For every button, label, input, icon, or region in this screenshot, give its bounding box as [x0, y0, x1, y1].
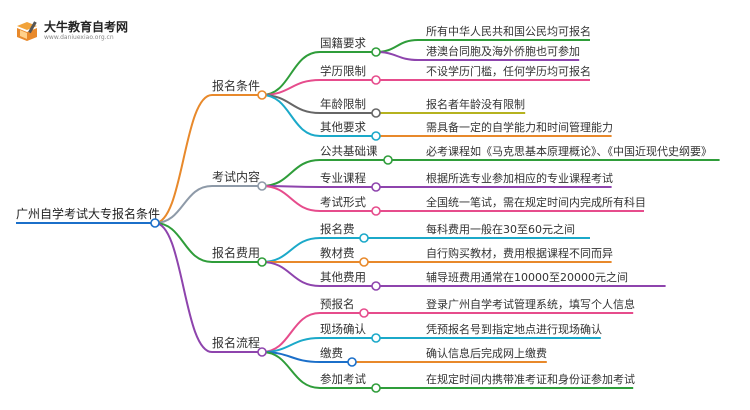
leaf-label: 需具备一定的自学能力和时间管理能力 [426, 120, 613, 134]
branch-node-dot [257, 257, 267, 267]
leaf-label: 自行购买教材，费用根据课程不同而异 [426, 246, 613, 260]
leaf-label: 每科费用一般在30至60元之间 [426, 222, 575, 236]
child-node-dot [371, 75, 381, 85]
child-node-dot [371, 281, 381, 291]
brand-logo: 大牛教育自考网 www.daniuexiao.org.cn [14, 18, 164, 48]
child-label: 教材费 [320, 246, 355, 260]
child-node-dot [371, 182, 381, 192]
leaf-label: 不设学历门槛，任何学历均可报名 [426, 64, 591, 78]
root-node-dot [150, 218, 160, 228]
child-connector [261, 237, 321, 263]
leaf-label: 所有中华人民共和国公民均可报名 [426, 24, 591, 38]
child-label: 国籍要求 [320, 36, 366, 50]
child-node-dot [371, 108, 381, 118]
child-label: 年龄限制 [320, 97, 366, 111]
leaf-label: 全国统一笔试，需在规定时间内完成所有科目 [426, 195, 646, 209]
child-label: 参加考试 [320, 372, 366, 386]
child-label: 其他费用 [320, 270, 366, 284]
child-label: 预报名 [320, 297, 355, 311]
child-node-dot [359, 308, 369, 318]
book-pencil-logo-icon [17, 21, 37, 41]
leaf-label: 报名者年龄没有限制 [426, 97, 525, 111]
child-label: 缴费 [320, 346, 343, 360]
child-label: 考试形式 [320, 195, 366, 209]
branch-node-dot [257, 181, 267, 191]
child-connector [261, 261, 321, 287]
child-node-dot [359, 257, 369, 267]
child-node-dot [371, 131, 381, 141]
branch-connector [154, 185, 213, 224]
child-node-dot [347, 357, 357, 367]
child-connector [261, 94, 321, 137]
leaf-label: 根据所选专业参加相应的专业课程考试 [426, 171, 613, 185]
branch-connector [154, 222, 213, 263]
child-node-dot [371, 333, 381, 343]
leaf-label: 在规定时间内携带准考证和身份证参加考试 [426, 372, 635, 386]
child-node-dot [371, 47, 381, 57]
branch-node-dot [257, 347, 267, 357]
child-connector [261, 351, 321, 389]
child-label: 学历限制 [320, 64, 366, 78]
child-node-dot [383, 155, 393, 165]
leaf-label: 确认信息后完成网上缴费 [426, 346, 547, 360]
leaf-label: 凭预报名号到指定地点进行现场确认 [426, 322, 602, 336]
child-connector [261, 185, 321, 212]
branch-connector [154, 222, 213, 353]
leaf-label: 辅导班费用通常在10000至20000元之间 [426, 270, 628, 284]
branch-label: 报名条件 [212, 78, 260, 93]
leaf-connector [375, 39, 419, 53]
branch-connector [154, 94, 213, 224]
leaf-label: 必考课程如《马克思基本原理概论》、《中国近现代史纲要》 [426, 144, 712, 158]
child-node-dot [359, 233, 369, 243]
leaf-label: 港澳台同胞及海外侨胞也可参加 [426, 44, 580, 58]
child-node-dot [371, 206, 381, 216]
child-connector [261, 159, 321, 187]
child-label: 专业课程 [320, 171, 366, 185]
child-connector [261, 94, 321, 114]
leaf-label: 登录广州自学考试管理系统，填写个人信息 [426, 297, 635, 311]
child-label: 现场确认 [320, 322, 366, 336]
branch-label: 报名费用 [212, 245, 260, 260]
child-node-dot [371, 383, 381, 393]
child-label: 其他要求 [320, 120, 366, 134]
leaf-connector [375, 51, 419, 61]
child-label: 公共基础课 [320, 144, 378, 158]
child-connector [261, 312, 321, 353]
brand-name: 大牛教育自考网 [44, 20, 129, 34]
root-label: 广州自学考试大专报名条件 [16, 206, 160, 221]
branch-node-dot [257, 90, 267, 100]
branch-label: 考试内容 [212, 169, 260, 184]
branch-label: 报名流程 [212, 335, 260, 350]
brand-url: www.daniuexiao.org.cn [44, 34, 114, 41]
child-label: 报名费 [320, 222, 355, 236]
